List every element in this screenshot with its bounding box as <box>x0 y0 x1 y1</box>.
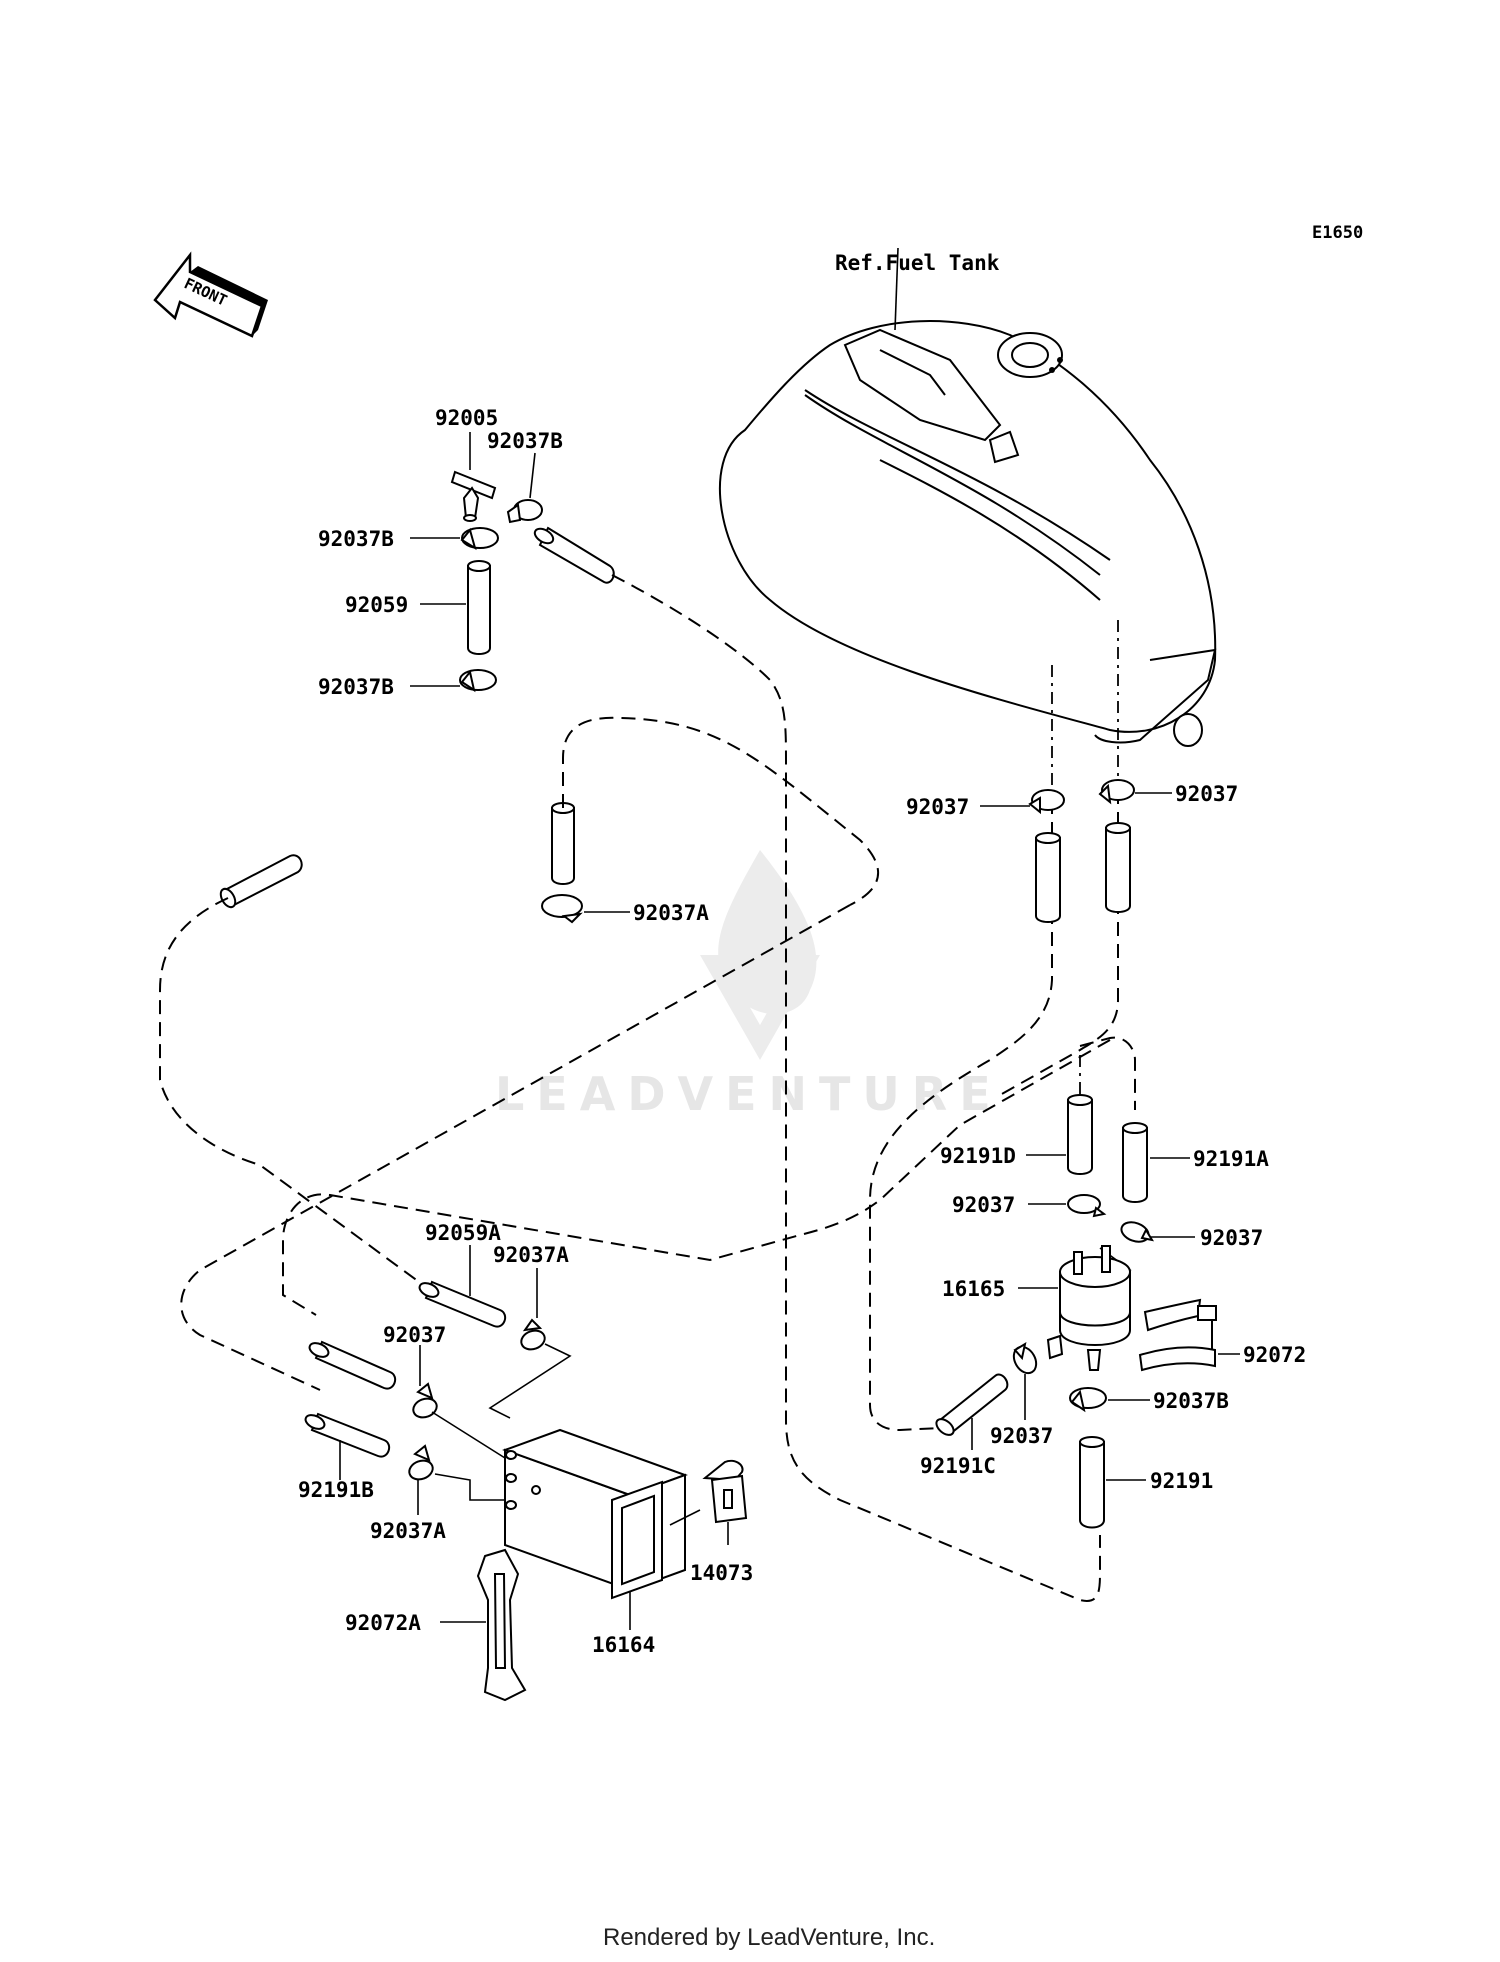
strap-92072A <box>476 1548 527 1702</box>
hose-92191 <box>1079 1436 1105 1529</box>
label-92191: 92191 <box>1150 1469 1213 1493</box>
clamp-92037-canister <box>412 1382 438 1419</box>
label-92037B-filter-bottom: 92037B <box>1153 1389 1229 1413</box>
hose-left-diagonal <box>219 854 303 909</box>
label-92037B-low: 92037B <box>318 675 394 699</box>
hose-route-left <box>159 897 431 1291</box>
link-92037A-canister-left <box>434 1473 505 1501</box>
clamp-92037-tank-left <box>1028 789 1065 815</box>
label-16164: 16164 <box>592 1633 655 1657</box>
hose-92191D <box>1067 1094 1093 1175</box>
label-92037-filter-bottom: 92037 <box>990 1424 1053 1448</box>
leader-ref-tank <box>894 247 899 331</box>
canister-16164 <box>502 1428 688 1600</box>
hose-route-filter-left <box>869 800 1053 1432</box>
hose-92191C <box>935 1373 1009 1436</box>
fuel-tank <box>718 320 1217 747</box>
label-92037B-left: 92037B <box>318 527 394 551</box>
hose-92191B <box>304 1412 391 1458</box>
clamp-92037A-canister <box>520 1318 546 1351</box>
label-92037B-top: 92037B <box>487 429 563 453</box>
label-92059: 92059 <box>345 593 408 617</box>
clamp-92037-filter-bottom <box>1012 1341 1038 1375</box>
clamp-92037B-low <box>459 669 497 693</box>
clamp-92037B-left <box>460 527 499 551</box>
label-92037-canister: 92037 <box>383 1323 446 1347</box>
footer-credit: Rendered by LeadVenture, Inc. <box>603 1924 935 1951</box>
fuel-filter-16165 <box>1046 1245 1132 1371</box>
hose-tank-right <box>1105 822 1131 913</box>
label-ref-fuel-tank: Ref.Fuel Tank <box>835 251 1000 275</box>
label-14073: 14073 <box>690 1561 753 1585</box>
watermark: LEADVENTURE <box>495 850 1003 1121</box>
label-92072: 92072 <box>1243 1343 1306 1367</box>
hose-route-diagonal <box>180 904 851 1391</box>
label-92037-filter-right: 92037 <box>1200 1226 1263 1250</box>
link-92037A-canister <box>488 1343 572 1419</box>
hose-tank-left <box>1035 832 1061 923</box>
link-14073 <box>669 1509 701 1526</box>
clamp-92037-filter-left <box>1067 1194 1107 1218</box>
hose-canister-mid <box>308 1340 397 1390</box>
leader-92037B-top <box>529 452 536 499</box>
hose-route-main <box>611 574 1101 1602</box>
label-92191A: 92191A <box>1193 1147 1269 1171</box>
hose-upper-diagonal <box>533 526 615 584</box>
label-92191B: 92191B <box>298 1478 374 1502</box>
bracket-92072 <box>1138 1298 1217 1372</box>
watermark-text: LEADVENTURE <box>495 1067 1003 1121</box>
clamp-92037A-mid <box>541 894 583 924</box>
clamp-92037-tank-right <box>1098 779 1135 805</box>
diagram-code: E1650 <box>1312 223 1363 243</box>
clamp-92037A-canister-left <box>408 1444 434 1481</box>
label-92191C: 92191C <box>920 1454 996 1478</box>
link-92037-canister <box>431 1411 506 1459</box>
front-arrow-icon: FRONT <box>153 251 268 338</box>
t-fitting-92005 <box>450 470 497 522</box>
label-92037-tank-right: 92037 <box>1175 782 1238 806</box>
hose-route-92191A <box>1079 1036 1136 1110</box>
hose-route-canister <box>282 1039 1111 1316</box>
clamp-92037B-filter-bottom <box>1069 1387 1107 1413</box>
label-92191D: 92191D <box>940 1144 1016 1168</box>
label-92059A: 92059A <box>425 1221 501 1245</box>
bracket-14073 <box>702 1459 748 1524</box>
label-92037-tank-left: 92037 <box>906 795 969 819</box>
hose-92059A <box>418 1280 507 1328</box>
hose-92191A <box>1122 1122 1148 1203</box>
hose-route-filter-right <box>999 790 1119 1096</box>
label-92005: 92005 <box>435 406 498 430</box>
label-92037A-canister: 92037A <box>493 1243 569 1267</box>
label-92037A-mid: 92037A <box>633 901 709 925</box>
hose-92059 <box>467 560 491 655</box>
label-92037A-canister-left: 92037A <box>370 1519 446 1543</box>
hose-route-loop <box>562 716 880 906</box>
hose-mid-vertical <box>551 802 575 885</box>
label-92072A: 92072A <box>345 1611 421 1635</box>
label-16165: 16165 <box>942 1277 1005 1301</box>
label-92037-filter-left: 92037 <box>952 1193 1015 1217</box>
clamp-92037-filter-right <box>1120 1221 1155 1243</box>
clamp-92037B-top <box>506 499 543 524</box>
